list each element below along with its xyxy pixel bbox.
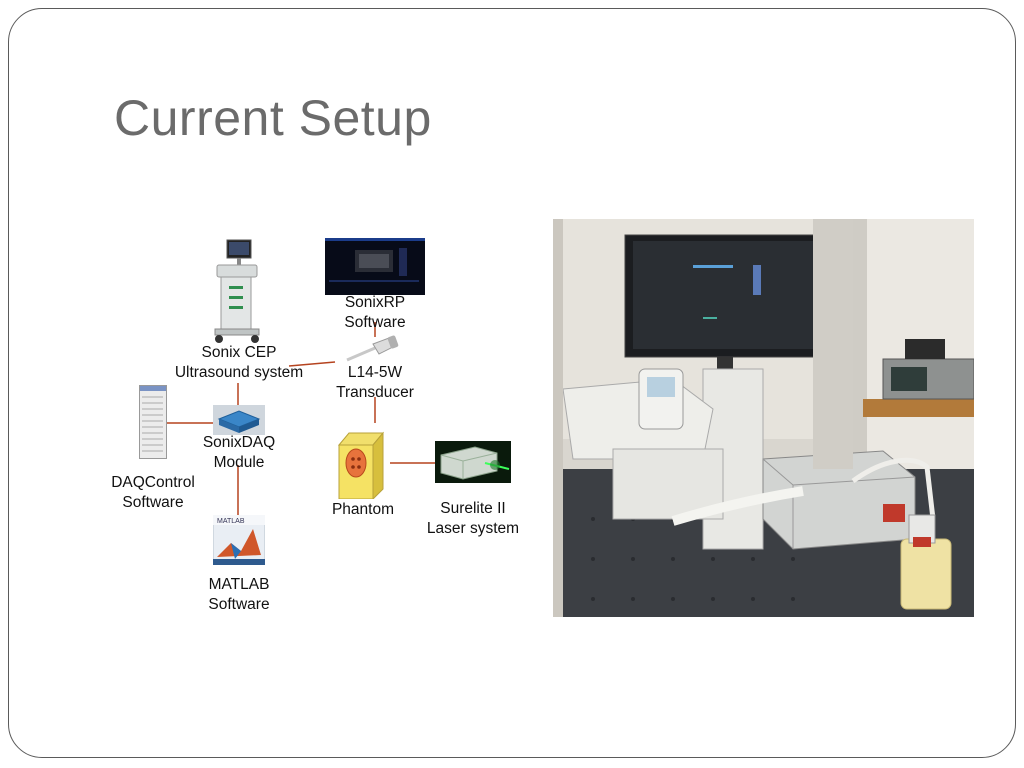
laser-system-image bbox=[435, 441, 511, 483]
phantom-label: Phantom bbox=[331, 501, 395, 518]
matlab-label: MATLAB Software bbox=[208, 576, 270, 613]
sonixdaq-module-image bbox=[213, 405, 265, 435]
slide: Current Setup bbox=[8, 8, 1016, 758]
matlab-box-text: MATLAB bbox=[217, 518, 245, 525]
connector-lines bbox=[167, 322, 437, 517]
transducer-image bbox=[346, 335, 399, 362]
surelite-label: Surelite II Laser system bbox=[426, 500, 520, 537]
daqcontrol-label: DAQControl Software bbox=[111, 474, 195, 511]
daqcontrol-window-image bbox=[139, 385, 167, 459]
sonix-cep-label: Sonix CEP Ultrasound system bbox=[174, 344, 304, 381]
sonixrp-label: SonixRP Software bbox=[344, 294, 406, 331]
lab-setup-photo bbox=[553, 219, 974, 617]
connector-cep-transducer bbox=[288, 361, 336, 367]
sonixrp-screenshot-image bbox=[325, 238, 425, 295]
phantom-image bbox=[337, 431, 385, 499]
slide-title: Current Setup bbox=[114, 90, 432, 146]
ultrasound-cart-image bbox=[214, 239, 260, 343]
transducer-label: L14-5W Transducer bbox=[336, 364, 414, 401]
matlab-box-image: MATLAB bbox=[213, 515, 265, 565]
sonixdaq-label: SonixDAQ Module bbox=[202, 434, 276, 471]
